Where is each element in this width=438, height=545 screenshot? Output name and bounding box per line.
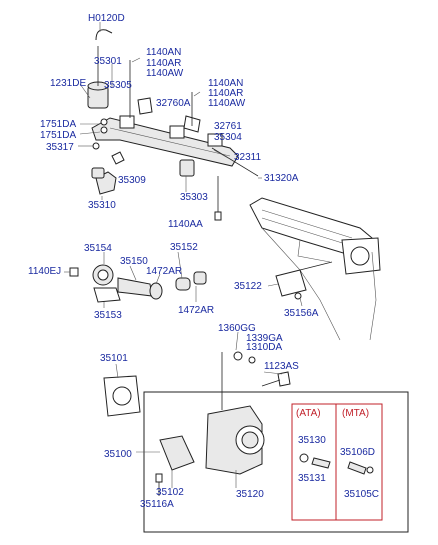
label-35317: 35317 xyxy=(46,142,74,153)
label-35310: 35310 xyxy=(88,200,116,211)
part-labels: H0120D 35301 35305 1231DE 1140AN 1140AR … xyxy=(28,13,379,510)
label-35156a: 35156A xyxy=(284,308,319,319)
label-35153: 35153 xyxy=(94,310,122,321)
label-1140aw-a: 1140AW xyxy=(146,68,184,79)
label-35150: 35150 xyxy=(120,256,148,267)
label-1140ej: 1140EJ xyxy=(28,266,61,277)
label-35301: 35301 xyxy=(94,56,122,67)
label-1140ar-b: 1140AR xyxy=(208,88,243,99)
label-35154: 35154 xyxy=(84,243,112,254)
label-1140an-a: 1140AN xyxy=(146,47,181,58)
label-35120: 35120 xyxy=(236,489,264,500)
label-1140an-b: 1140AN xyxy=(208,78,243,89)
label-1360gg: 1360GG xyxy=(218,323,256,334)
label-1140aa: 1140AA xyxy=(168,219,203,230)
label-35102: 35102 xyxy=(156,487,184,498)
label-32311: 32311 xyxy=(234,152,262,163)
label-35100: 35100 xyxy=(104,449,132,460)
label-1751da-a: 1751DA xyxy=(40,119,76,130)
throttle-body-group xyxy=(103,331,409,533)
mta-variant-box xyxy=(335,403,383,521)
tps-sensor xyxy=(159,435,195,471)
label-1123as: 1123AS xyxy=(264,361,299,372)
label-35101: 35101 xyxy=(100,353,128,364)
label-1472ar-a: 1472AR xyxy=(146,266,182,277)
label-32760a: 32760A xyxy=(156,98,191,109)
label-35304: 35304 xyxy=(214,132,242,143)
throttle-body-box xyxy=(143,391,409,533)
label-mta: (MTA) xyxy=(342,408,369,419)
label-h0120d: H0120D xyxy=(88,13,125,24)
label-32761: 32761 xyxy=(214,121,242,132)
label-35309: 35309 xyxy=(118,175,146,186)
label-35106d: 35106D xyxy=(340,447,375,458)
idle-control-group xyxy=(64,251,333,308)
label-1339ga: 1339GA xyxy=(246,333,283,344)
label-35303: 35303 xyxy=(180,192,208,203)
bracket-35153 xyxy=(93,287,121,303)
label-1472ar-b: 1472AR xyxy=(178,305,214,316)
label-35305: 35305 xyxy=(104,80,132,91)
label-1140ar-a: 1140AR xyxy=(146,58,181,69)
label-1231de: 1231DE xyxy=(50,78,86,89)
label-1310da: 1310DA xyxy=(246,342,282,353)
vacuum-hose xyxy=(95,29,113,41)
label-1751da-b: 1751DA xyxy=(40,130,76,141)
label-ata: (ATA) xyxy=(296,408,321,419)
label-31320a: 31320A xyxy=(264,173,299,184)
label-35130: 35130 xyxy=(298,435,326,446)
label-35105c: 35105C xyxy=(344,489,379,500)
label-35116a: 35116A xyxy=(140,499,174,510)
rail-boss xyxy=(119,115,135,129)
label-35122: 35122 xyxy=(234,281,262,292)
throttle-body xyxy=(205,405,263,475)
label-35152: 35152 xyxy=(170,242,198,253)
label-1140aw-b: 1140AW xyxy=(208,98,246,109)
label-35131: 35131 xyxy=(298,473,326,484)
intake-manifold xyxy=(249,197,381,341)
actuator-35150 xyxy=(117,277,153,297)
fuel-rail-assembly xyxy=(78,22,262,221)
